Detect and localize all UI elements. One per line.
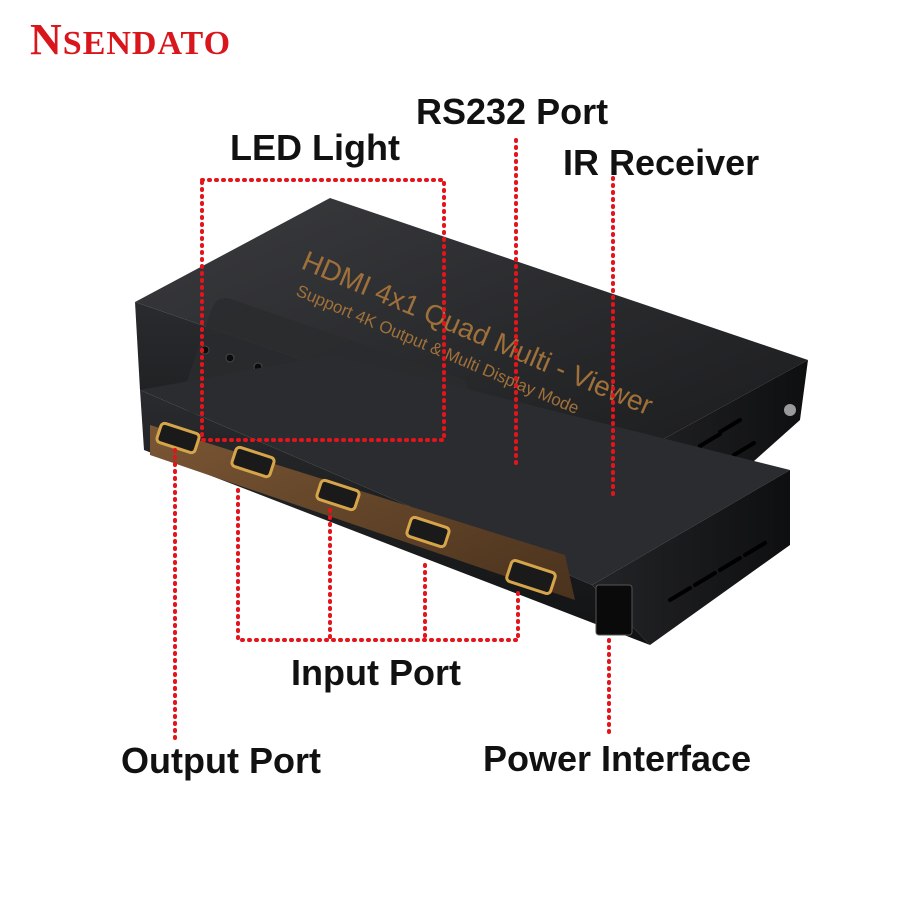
hdmi-output-port <box>155 421 201 455</box>
hdmi-input-port-1 <box>505 558 557 596</box>
upper-device-top <box>135 198 808 467</box>
hdmi-input-port-4 <box>230 445 276 479</box>
callout-input-port: Input Port <box>291 652 461 693</box>
lower-device-side <box>592 470 790 645</box>
lower-device-top <box>140 355 790 585</box>
callout-power-interface: Power Interface <box>483 738 752 779</box>
hdmi-input-port-2 <box>405 515 451 549</box>
screw <box>784 404 796 416</box>
hdmi-ports <box>155 421 557 596</box>
callout-output-port: Output Port <box>121 740 321 781</box>
callout-lines <box>173 138 615 742</box>
callout-ir-receiver: IR Receiver <box>563 142 760 183</box>
callout-led-light: LED Light <box>230 127 400 168</box>
power-jack <box>595 584 633 636</box>
callout-rs232-port: RS232 Port <box>416 91 609 132</box>
led-light-bracket <box>200 178 446 442</box>
lower-vent-slots <box>668 541 767 602</box>
lower-device <box>140 355 790 645</box>
brand-logo: NSENDATO <box>30 15 232 64</box>
hdmi-input-port-3 <box>315 478 361 512</box>
input-port-bracket <box>236 488 520 642</box>
